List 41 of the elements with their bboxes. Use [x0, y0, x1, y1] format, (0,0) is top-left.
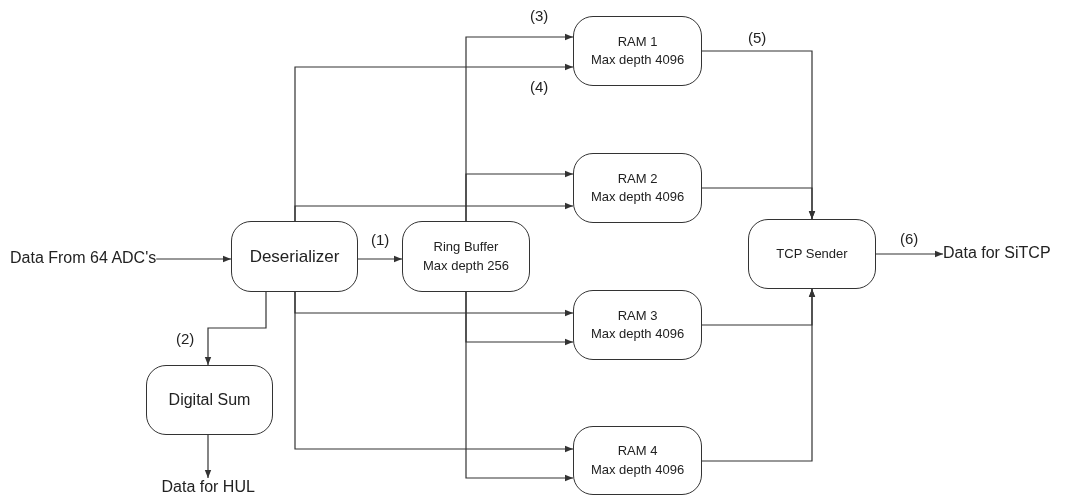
arrow	[465, 291, 574, 482]
io-label: Data for SiTCP	[943, 244, 1051, 262]
process-box	[573, 153, 702, 223]
io-label: Data From 64 ADC's	[10, 249, 157, 267]
process-box	[402, 221, 530, 292]
process-box	[231, 221, 358, 292]
box-text: Digital Sum	[168, 389, 251, 410]
arrow	[357, 255, 403, 263]
box-text: Deserializer	[249, 245, 340, 268]
edge-label: (3)	[530, 7, 549, 24]
process-box	[146, 365, 273, 435]
arrow	[701, 288, 816, 462]
edge-label: (4)	[530, 78, 549, 95]
io-label: Data for HUL	[161, 478, 255, 496]
box-text: RAM 1	[617, 32, 658, 51]
process-box	[573, 16, 702, 86]
box-text: Ring Buffer	[433, 238, 499, 257]
edge-label: (5)	[748, 29, 767, 46]
box-text: RAM 4	[617, 442, 658, 461]
process-box	[573, 290, 702, 360]
box-text: TCP Sender	[776, 244, 848, 263]
box-text: RAM 2	[617, 169, 658, 188]
edge-label: (2)	[176, 330, 195, 347]
arrow	[465, 170, 574, 222]
box-text: Max depth 4096	[590, 325, 685, 343]
arrow	[294, 291, 574, 453]
box-text: Max depth 4096	[590, 51, 685, 69]
box-text: Max depth 256	[423, 256, 509, 275]
arrow	[875, 250, 944, 258]
arrow	[204, 434, 212, 479]
edge-label: (1)	[371, 231, 390, 248]
arrow	[155, 255, 232, 263]
box-text: Max depth 4096	[590, 188, 685, 206]
arrow	[204, 291, 267, 366]
arrow	[701, 187, 816, 220]
process-box	[573, 426, 702, 495]
box-text: RAM 3	[617, 306, 658, 325]
edge-label: (6)	[900, 230, 919, 247]
arrow	[294, 202, 574, 222]
box-text: Max depth 4096	[590, 460, 685, 479]
process-box	[748, 219, 876, 289]
